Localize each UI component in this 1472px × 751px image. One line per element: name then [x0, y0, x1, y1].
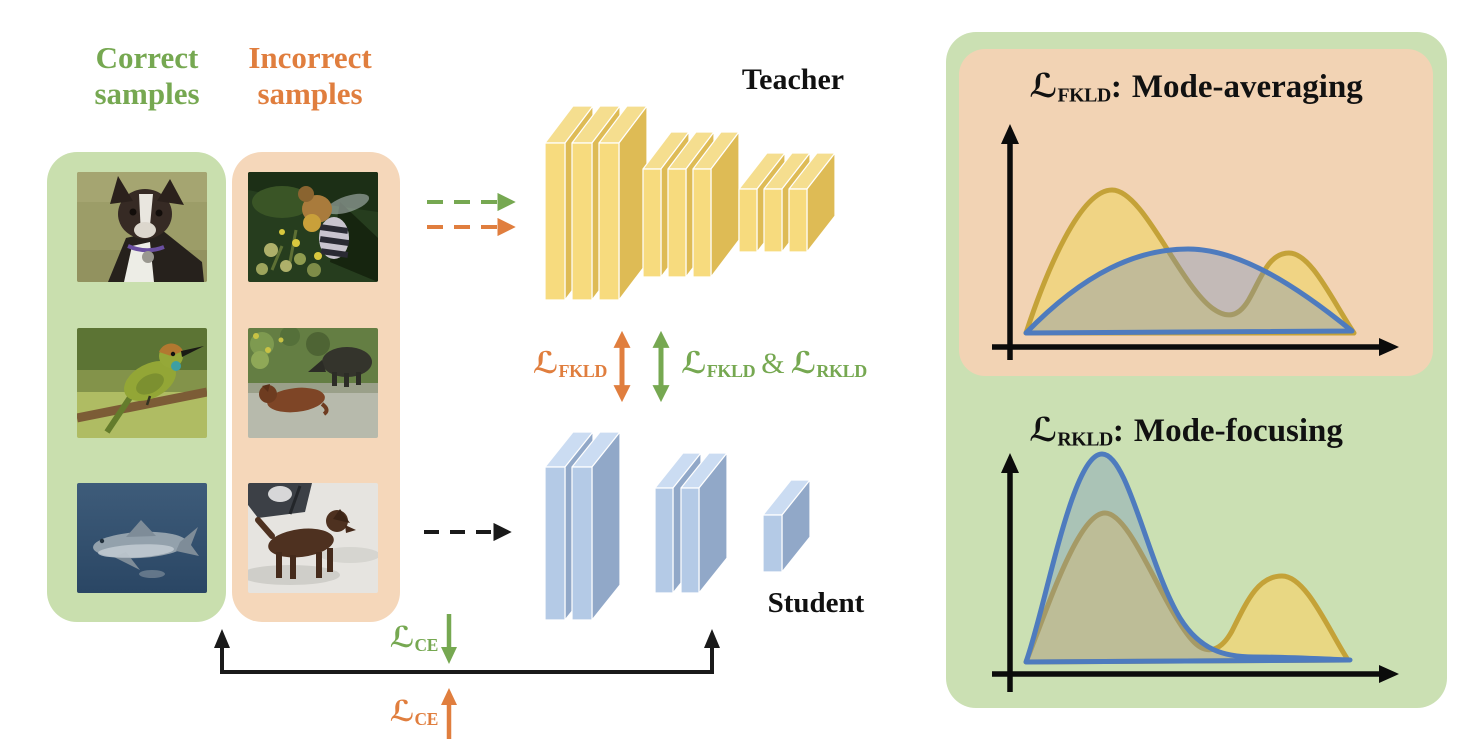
incorrect-samples-header-line2: samples — [257, 76, 363, 111]
teacher-density-curve — [1023, 510, 1351, 665]
ce-loss-symbol: ℒ — [389, 620, 415, 654]
student-density-curve — [1023, 246, 1355, 336]
incorrect-samples-header: Incorrect samples — [220, 40, 400, 112]
fkld-loss-symbol: ℒ — [681, 346, 707, 381]
rkld-title-subscript: RKLD — [1057, 428, 1113, 451]
student-block-group-2 — [654, 452, 728, 594]
fkld-loss-symbol: ℒ — [532, 346, 559, 381]
ce-loss-symbol: ℒ — [389, 694, 415, 728]
rkld-title-symbol: ℒ — [1029, 410, 1058, 449]
student-label: Student — [767, 587, 865, 619]
teacher-label: Teacher — [741, 63, 845, 96]
rkld-loss-subscript: RKLD — [816, 360, 867, 381]
correct-samples-header-line1: Correct — [95, 40, 199, 75]
fkld-title-symbol: ℒ — [1029, 66, 1058, 105]
fkld-loss-subscript: FKLD — [558, 360, 607, 381]
correct-samples-header: Correct samples — [57, 40, 237, 112]
sample-photo-bee — [248, 172, 378, 282]
fkld-title-subscript: FKLD — [1057, 84, 1111, 107]
rkld-chart — [992, 451, 1399, 692]
teacher-density-curve — [1023, 187, 1357, 336]
ce-loss-subscript: CE — [414, 708, 439, 729]
rkld-title-text: Mode-focusing — [1133, 413, 1343, 449]
rkld-title-colon: : — [1112, 413, 1124, 449]
sample-photo-dog-snow — [248, 483, 378, 593]
sample-photo-dog-grass — [77, 172, 207, 282]
student-block-group-1 — [544, 431, 621, 621]
sample-photo-bird — [77, 328, 207, 438]
sample-photo-boar-dog — [248, 328, 378, 438]
incorrect-samples-header-line1: Incorrect — [248, 40, 372, 75]
fkld-title-text: Mode-averaging — [1131, 69, 1363, 105]
fkld-loss-subscript: FKLD — [706, 360, 756, 381]
fkld-rkld-loss-label: ℒFKLD&ℒRKLD — [681, 346, 961, 382]
correct-samples-header-line2: samples — [94, 76, 200, 111]
student-density-curve — [1023, 451, 1353, 665]
student-block-group-3 — [762, 479, 811, 573]
ce-up-arrow — [441, 688, 457, 739]
sample-photo-shark — [77, 483, 207, 593]
fkld-chart — [992, 124, 1399, 360]
rkld-loss-symbol: ℒ — [790, 346, 817, 381]
rkld-panel-title: ℒRKLD:Mode-focusing — [956, 410, 1416, 451]
ampersand: & — [761, 347, 785, 380]
student-network — [544, 431, 811, 621]
ce-down-arrow — [441, 614, 457, 664]
rkld-chart-axes — [992, 453, 1399, 692]
fkld-loss-label: ℒFKLD — [427, 346, 608, 382]
teacher-network — [544, 105, 836, 301]
ce-loss-subscript: CE — [414, 634, 439, 655]
ce-bracket — [214, 629, 720, 674]
ce-loss-down-label: ℒCE — [298, 620, 439, 656]
fkld-panel-title: ℒFKLD:Mode-averaging — [966, 66, 1426, 107]
teacher-block-group-2 — [642, 131, 740, 278]
teacher-block-group-1 — [544, 105, 648, 301]
teacher-block-group-3 — [738, 152, 836, 253]
fkld-chart-axes — [992, 124, 1399, 360]
ce-loss-up-label: ℒCE — [298, 694, 439, 730]
fkld-title-colon: : — [1110, 69, 1122, 105]
